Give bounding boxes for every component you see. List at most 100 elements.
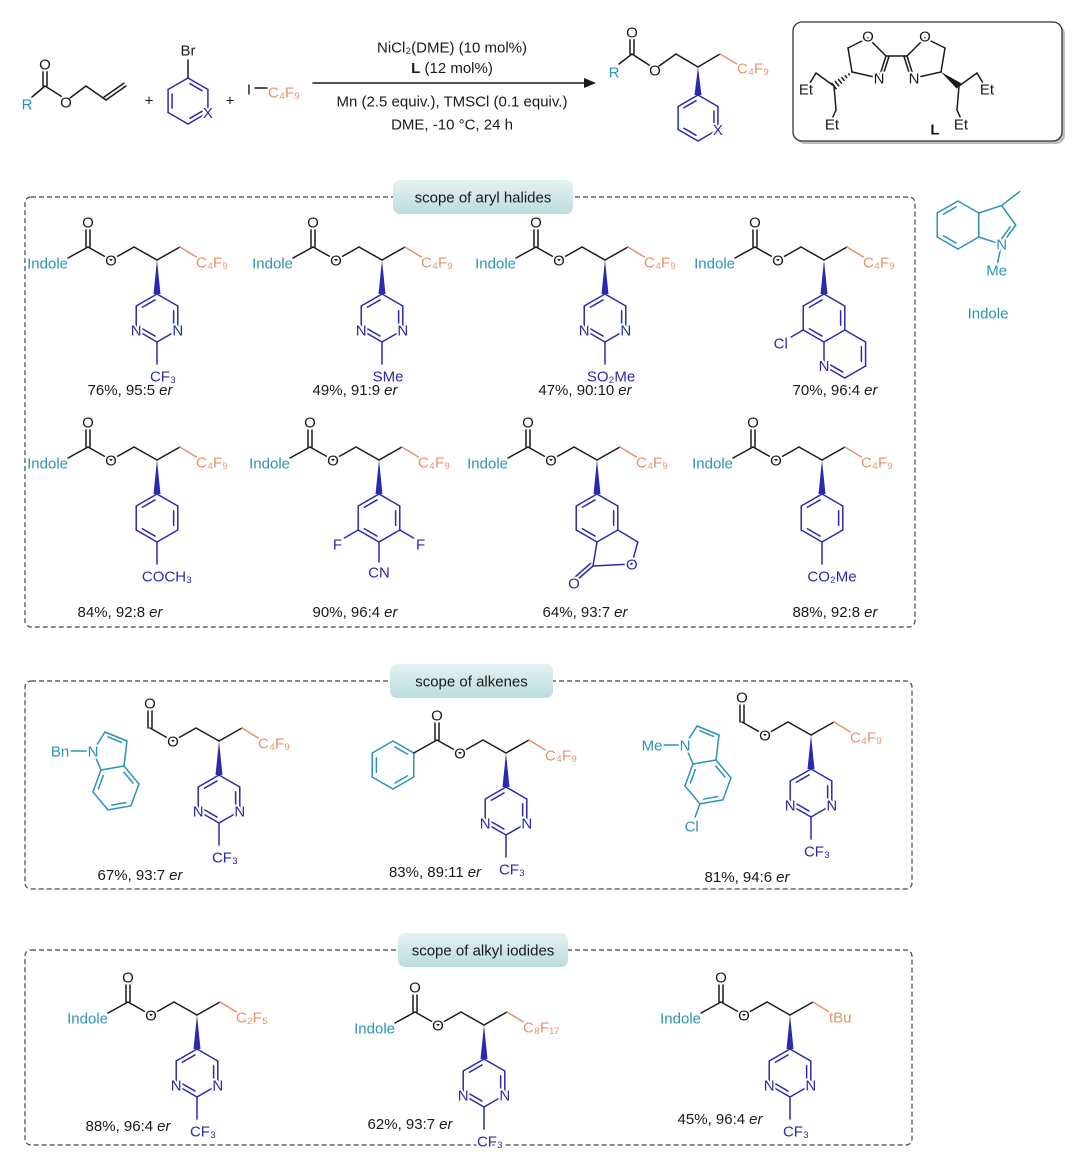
- substituent-label: Cl: [774, 335, 788, 352]
- wedge-bond: [807, 735, 815, 769]
- bond: [823, 246, 848, 261]
- atom-label: O: [759, 727, 771, 744]
- bond: [292, 246, 314, 259]
- bond: [576, 565, 594, 581]
- atom-label: O: [649, 62, 661, 79]
- atom-label: N: [521, 815, 532, 832]
- bond: [741, 721, 766, 736]
- double-bond: [490, 792, 505, 801]
- bond: [596, 446, 621, 461]
- ring-bond: [596, 529, 619, 543]
- arrowhead-icon: [584, 78, 596, 88]
- double-bond: [881, 56, 890, 80]
- double-bond: [141, 528, 156, 537]
- double-bond: [808, 328, 823, 337]
- bond: [958, 72, 978, 87]
- ring-bond: [844, 329, 867, 343]
- wedge-bond: [601, 260, 609, 294]
- ring-bond: [768, 1048, 791, 1062]
- bond: [809, 72, 817, 84]
- bond: [812, 1001, 832, 1014]
- bond: [906, 37, 926, 57]
- ring-bond: [107, 805, 132, 811]
- bond: [87, 246, 112, 261]
- yield-value: 76%, 95:5: [88, 382, 156, 399]
- ring-bond: [936, 200, 959, 214]
- ring-bond: [135, 493, 158, 507]
- bond: [355, 446, 380, 461]
- yield-value: 83%, 89:11: [389, 864, 464, 881]
- double-bond: [123, 771, 134, 784]
- atom-label: O: [409, 979, 421, 996]
- ring-bond: [484, 786, 507, 800]
- double-bond: [141, 499, 156, 508]
- double-bond: [808, 299, 823, 308]
- ring-bond: [583, 293, 606, 307]
- atom-label: N: [579, 322, 590, 339]
- atom-label: N: [680, 737, 691, 754]
- atom-label: N: [458, 1087, 469, 1104]
- ring-bond: [684, 725, 698, 746]
- ring-bond: [100, 765, 125, 771]
- ring-bond: [821, 493, 844, 507]
- double-bond: [581, 528, 596, 537]
- wedge-bond: [818, 460, 826, 494]
- bond: [700, 1001, 722, 1014]
- ligand-loading-label: L (12 mol%): [411, 60, 493, 77]
- atom-label: N: [171, 1077, 182, 1094]
- ring-bond: [483, 1094, 506, 1108]
- atom-label: O: [749, 214, 761, 231]
- atom-label: O: [626, 24, 638, 41]
- acyl-label: Indole: [27, 455, 68, 472]
- ring-bond: [823, 365, 846, 379]
- atom-label: O: [122, 969, 134, 986]
- ring-bond: [135, 529, 158, 543]
- hash: [844, 74, 848, 79]
- atom-label: O: [82, 214, 94, 231]
- bond: [1000, 190, 1021, 207]
- ring-bond: [823, 293, 846, 307]
- bond: [196, 1001, 221, 1016]
- fluoroalkyl-label: C₄F₉: [421, 254, 453, 271]
- yield-value: 67%, 93:7: [98, 867, 166, 884]
- double-bond: [715, 765, 726, 778]
- fluoroalkyl-label: C₄F₉: [196, 254, 228, 271]
- bond: [156, 246, 181, 261]
- atom-label: N: [499, 1087, 510, 1104]
- atom-label: O: [432, 1017, 444, 1034]
- er-label: er: [864, 604, 878, 621]
- ring-bond: [360, 329, 383, 343]
- atom-label: O: [105, 252, 117, 269]
- bond: [414, 1011, 439, 1026]
- atom-label: O: [747, 414, 759, 431]
- bond: [847, 47, 853, 73]
- atom-label: N: [996, 237, 1007, 254]
- atom-label: O: [304, 414, 316, 431]
- ethyl-label: Et: [799, 81, 814, 98]
- bond: [833, 85, 837, 111]
- ring-bond: [218, 774, 241, 788]
- ring-bond: [505, 786, 528, 800]
- reductant-label: Mn (2.5 equiv.), TMSCl (0.1 equiv.): [337, 93, 568, 110]
- atom-label: N: [193, 803, 204, 820]
- bond: [335, 246, 360, 261]
- er-label: er: [614, 604, 628, 621]
- acyl-label: Indole: [354, 1020, 395, 1037]
- atom-label: F: [416, 536, 425, 553]
- bond: [956, 109, 962, 120]
- fluoroalkyl-label: C₄F₉: [850, 729, 882, 746]
- bond: [604, 246, 629, 261]
- ethyl-label: Et: [825, 116, 840, 133]
- bond: [110, 246, 135, 261]
- ring-bond: [936, 236, 959, 250]
- atom-label: N: [764, 1077, 775, 1094]
- bond: [846, 246, 866, 259]
- atom-label: O: [522, 414, 534, 431]
- atom-label: N: [805, 1077, 816, 1094]
- acyl-label: Indole: [660, 1010, 701, 1027]
- atom-label: N: [88, 743, 99, 760]
